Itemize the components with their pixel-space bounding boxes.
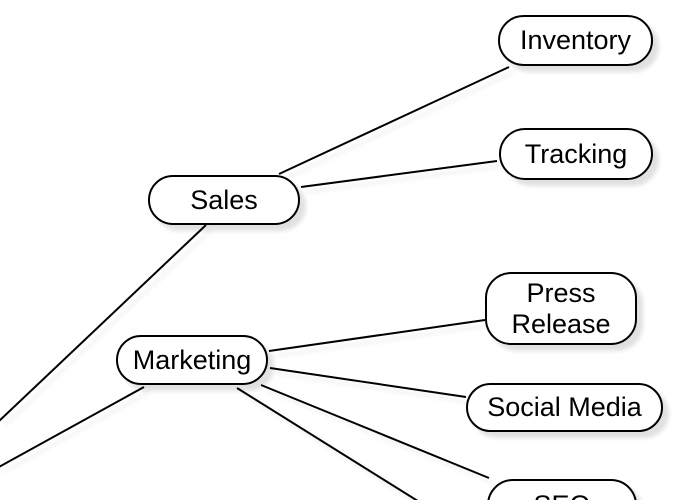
edge-marketing-offscreen-parent[interactable] (0, 386, 145, 468)
node-inventory[interactable]: Inventory (498, 15, 653, 66)
node-label-social-media: Social Media (487, 392, 642, 423)
edge-marketing-seo[interactable] (260, 384, 490, 479)
node-label-press-release: Press Release (511, 278, 611, 339)
node-label-sales: Sales (190, 184, 258, 215)
node-sales[interactable]: Sales (148, 175, 300, 225)
edge-marketing-press-release[interactable] (268, 319, 486, 352)
node-seo[interactable]: SEO (487, 479, 637, 500)
node-press-release[interactable]: Press Release (485, 272, 637, 345)
node-label-inventory: Inventory (519, 25, 632, 56)
edge-sales-inventory[interactable] (278, 66, 510, 175)
node-marketing[interactable]: Marketing (116, 335, 268, 385)
node-label-tracking: Tracking (524, 138, 628, 169)
node-label-seo: SEO (533, 490, 590, 500)
edge-sales-offscreen-parent[interactable] (0, 224, 207, 423)
edge-sales-tracking[interactable] (300, 160, 498, 188)
edge-marketing-offscreen-child[interactable] (236, 387, 421, 500)
node-tracking[interactable]: Tracking (499, 128, 653, 180)
node-label-marketing: Marketing (132, 344, 252, 375)
edge-marketing-social-media[interactable] (269, 367, 467, 398)
node-social-media[interactable]: Social Media (466, 383, 663, 432)
